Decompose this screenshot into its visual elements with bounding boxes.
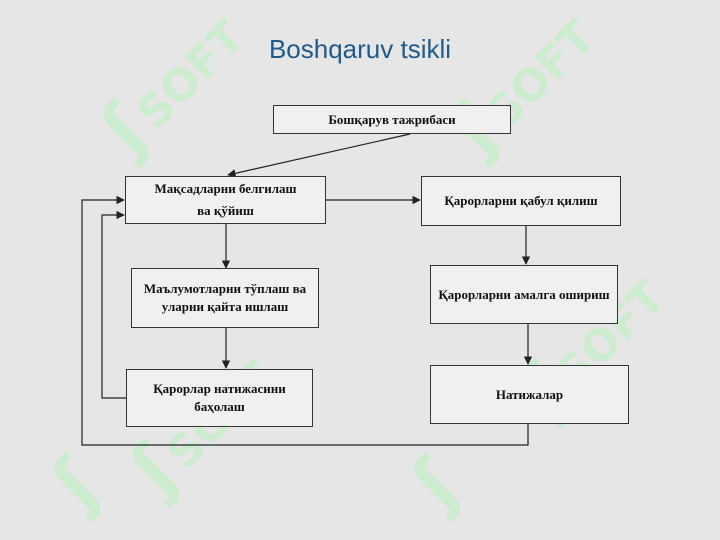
box-make-decisions-label: Қарорларни қабул қилиш <box>444 193 598 209</box>
box-management-experience: Бошқарув тажрибаси <box>273 105 511 134</box>
arrow-evaluate-feedback <box>101 210 126 399</box>
box-implement-decisions-label: Қарорларни амалга ошириш <box>438 286 610 302</box>
box-set-goals-label-1: Мақсадларни белгилаш <box>154 181 297 197</box>
arrow-experience-to-goals <box>227 133 411 178</box>
box-set-goals-label-2: ва қўйиш <box>197 203 254 218</box>
box-evaluate-results-label: Қарорлар натижасини баҳолаш <box>153 381 286 414</box>
box-results-label: Натижалар <box>495 386 564 402</box>
box-implement-decisions: Қарорларни амалга ошириш <box>430 265 618 324</box>
box-management-experience-label: Бошқарув тажрибаси <box>328 111 456 127</box>
arrow-results-feedback <box>81 195 529 446</box>
box-set-goals: Мақсадларни белгилаш ва қўйиш <box>125 176 326 224</box>
slide-title: Boshqaruv tsikli <box>268 34 452 64</box>
box-results: Натижалар <box>430 365 629 424</box>
box-evaluate-results: Қарорлар натижасини баҳолаш <box>126 369 313 427</box>
box-collect-information: Маълумотларни тўплаш ва уларни қайта ишл… <box>131 268 319 328</box>
box-make-decisions: Қарорларни қабул қилиш <box>421 176 621 226</box>
box-collect-information-label: Маълумотларни тўплаш ва уларни қайта ишл… <box>143 281 307 314</box>
